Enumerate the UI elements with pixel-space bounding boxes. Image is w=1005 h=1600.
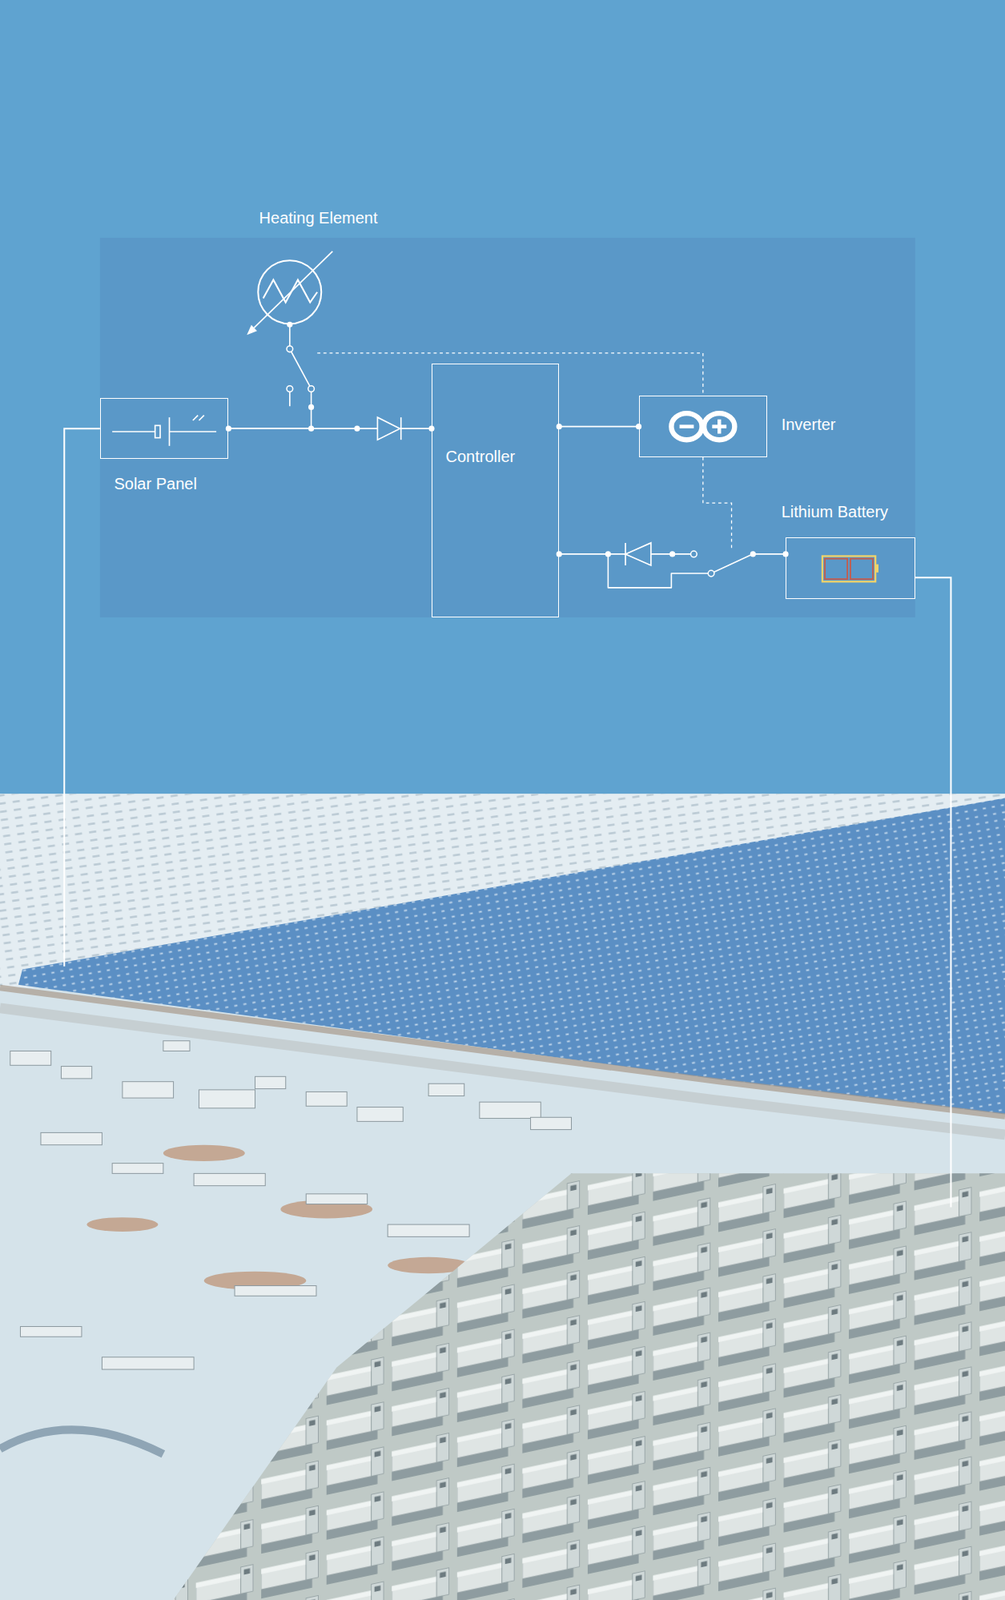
minus-sign xyxy=(679,424,695,428)
light-ray xyxy=(198,415,204,421)
building xyxy=(40,1132,102,1145)
junction-dot xyxy=(225,426,232,432)
component-label: Solar Panel xyxy=(113,474,197,494)
building xyxy=(20,1326,81,1338)
snow-ground xyxy=(0,793,1005,1600)
solar-cell-symbol xyxy=(112,415,217,447)
cell-lead xyxy=(112,430,156,433)
building xyxy=(305,1091,347,1106)
battery-yard xyxy=(173,1173,1005,1600)
building xyxy=(198,1089,255,1109)
junction-dot xyxy=(556,423,563,430)
logo-ring xyxy=(703,413,735,440)
building xyxy=(255,1076,286,1089)
switch-contact xyxy=(286,385,294,393)
switch-stub xyxy=(289,391,291,407)
junction-dots xyxy=(225,321,789,558)
solar-field xyxy=(18,797,1005,1114)
component-label: Heating Element xyxy=(259,208,378,228)
building xyxy=(122,1081,174,1098)
sky-ground xyxy=(0,0,1005,794)
junction-dot xyxy=(556,550,563,557)
junction-dot xyxy=(286,321,293,328)
light-ray xyxy=(192,415,198,421)
junction-dot xyxy=(605,550,612,557)
building xyxy=(101,1357,194,1370)
junction-dot xyxy=(750,550,756,557)
component-label: Lithium Battery xyxy=(781,502,889,522)
inverter-logo xyxy=(671,413,735,440)
building xyxy=(428,1083,465,1096)
cell-lead xyxy=(169,430,218,433)
building xyxy=(530,1117,572,1130)
battery-cell xyxy=(824,558,848,579)
junction-dot xyxy=(308,426,314,432)
building xyxy=(163,1041,190,1052)
dashed-control-line xyxy=(703,457,732,551)
cell-plate xyxy=(155,425,161,438)
diode-bar xyxy=(400,417,402,440)
soil-patches xyxy=(86,1145,470,1291)
diode-symbol xyxy=(377,417,401,440)
service-road xyxy=(0,1008,1005,1135)
building xyxy=(60,1066,92,1079)
leader-line xyxy=(64,428,101,967)
junction-dot xyxy=(308,404,314,411)
component-label: Inverter xyxy=(781,414,837,435)
switch-contact xyxy=(308,385,315,393)
switch-contact xyxy=(691,550,698,558)
battery-icon xyxy=(822,555,879,582)
battery-nub xyxy=(875,564,879,573)
building xyxy=(305,1193,367,1205)
heater-zigzag xyxy=(263,279,318,302)
building xyxy=(10,1050,52,1066)
heating-element-symbol xyxy=(257,259,323,326)
switch-contact xyxy=(707,570,715,577)
wire xyxy=(558,426,639,428)
leader-line xyxy=(915,577,952,1207)
adjust-arrow-head xyxy=(246,324,258,335)
heating-element: Heating Element xyxy=(257,259,323,326)
schematic-panel xyxy=(100,237,916,618)
building xyxy=(357,1107,403,1122)
soil-patch xyxy=(86,1217,158,1232)
wire xyxy=(228,324,311,429)
control-lines xyxy=(317,353,732,551)
field-road xyxy=(0,987,1005,1117)
soil-patch xyxy=(163,1145,246,1162)
solar-panel-box: Solar Panel xyxy=(100,397,230,459)
logo-ring xyxy=(671,413,702,440)
battery-box: Lithium Battery xyxy=(785,537,916,599)
building xyxy=(387,1224,470,1237)
diode-triangle xyxy=(625,542,652,566)
switch-contacts xyxy=(286,345,715,577)
building xyxy=(234,1286,317,1297)
diode-triangle xyxy=(377,417,400,440)
building xyxy=(193,1173,266,1186)
wire xyxy=(558,554,786,588)
building xyxy=(112,1163,164,1174)
leader-lines xyxy=(64,428,951,1207)
junction-dot xyxy=(669,550,676,557)
component-label: Controller xyxy=(446,446,516,467)
battery-containers xyxy=(173,1173,1005,1600)
building xyxy=(479,1101,541,1118)
battery-cell xyxy=(850,558,873,579)
inverter-box: Inverter xyxy=(639,395,768,457)
battery-case xyxy=(822,555,876,582)
diode-symbol xyxy=(607,542,691,566)
plus-sign xyxy=(717,419,721,435)
junction-dot xyxy=(353,426,360,432)
perimeter-track xyxy=(0,1429,164,1454)
adjust-arrow xyxy=(253,250,333,328)
controller-box: Controller xyxy=(431,363,559,618)
switch-contact xyxy=(286,345,294,353)
diode-bar xyxy=(624,542,627,566)
dashed-control-line xyxy=(317,353,704,397)
